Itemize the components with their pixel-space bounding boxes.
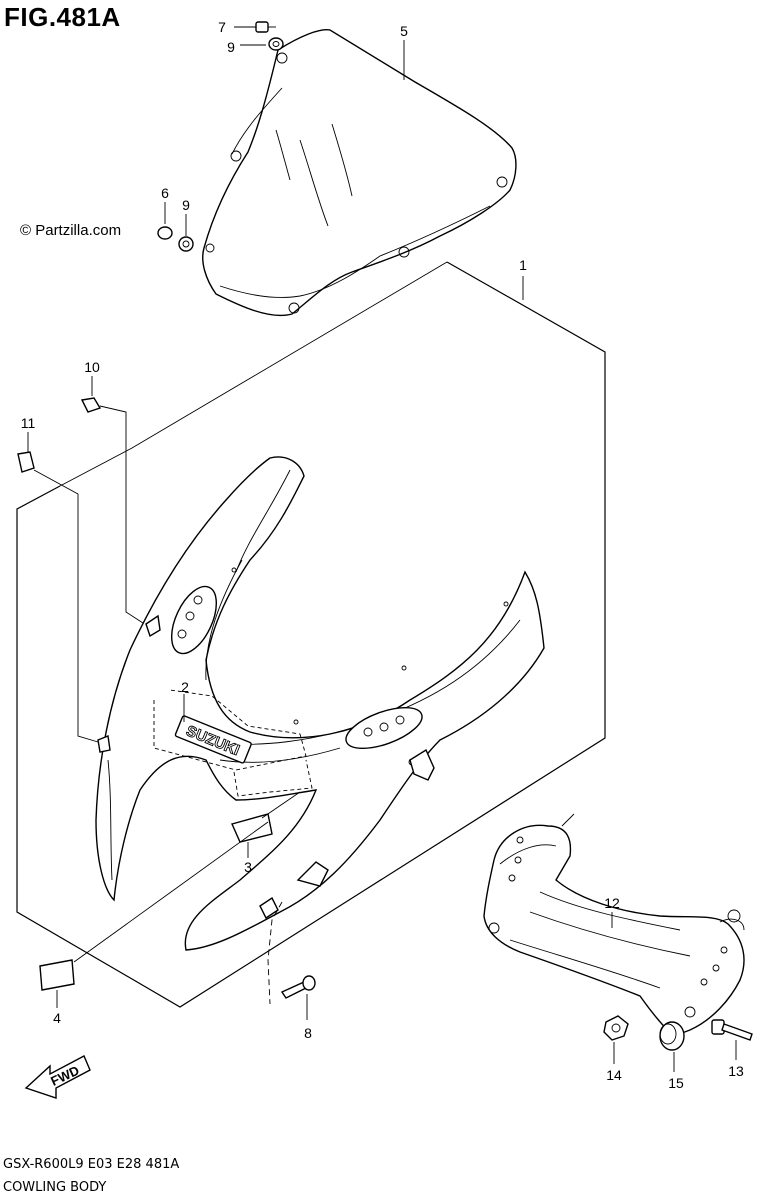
washer-part-9-upper bbox=[240, 37, 284, 51]
trim-piece-part-3 bbox=[231, 791, 301, 858]
callout-7: 7 bbox=[218, 19, 226, 35]
assembly-box-outline-top bbox=[59, 261, 448, 487]
assembly-box-outline bbox=[16, 261, 606, 1008]
trim-piece-part-4 bbox=[39, 821, 269, 1008]
nut-part-14 bbox=[603, 1015, 629, 1064]
windscreen-part-5 bbox=[202, 29, 517, 317]
callout-4: 4 bbox=[53, 1010, 61, 1026]
callout-1: 1 bbox=[519, 257, 527, 273]
screw-part-8 bbox=[267, 901, 316, 1020]
callout-15: 15 bbox=[668, 1075, 684, 1091]
callout-2: 2 bbox=[181, 679, 189, 695]
callout-8: 8 bbox=[304, 1025, 312, 1041]
fwd-label: FWD bbox=[48, 1063, 81, 1089]
callout-3: 3 bbox=[244, 859, 252, 875]
nut-part-10 bbox=[80, 397, 147, 626]
screw-part-7 bbox=[234, 21, 276, 33]
callout-11: 11 bbox=[21, 415, 36, 431]
callout-13: 13 bbox=[728, 1063, 744, 1079]
callout-9-upper: 9 bbox=[227, 39, 235, 55]
fwd-arrow-icon: FWD bbox=[24, 1055, 91, 1099]
model-code-line: GSX-R600L9 E03 E28 481A bbox=[3, 1157, 180, 1172]
bolt-part-13 bbox=[711, 1019, 753, 1060]
partzilla-watermark: © Partzilla.com bbox=[20, 222, 122, 239]
callout-10: 10 bbox=[84, 359, 100, 375]
callout-12: 12 bbox=[604, 895, 620, 911]
cowling-bracket-part-12 bbox=[483, 813, 745, 1037]
section-name: COWLING BODY bbox=[3, 1180, 107, 1195]
callout-5: 5 bbox=[400, 23, 408, 39]
screw-part-6 bbox=[157, 202, 173, 240]
callout-9-lower: 9 bbox=[182, 197, 190, 213]
grommet-part-15 bbox=[659, 1021, 685, 1072]
washer-part-9-lower bbox=[178, 214, 194, 252]
callout-6: 6 bbox=[161, 185, 169, 201]
clip-part-11 bbox=[17, 451, 99, 743]
callout-14: 14 bbox=[606, 1067, 622, 1083]
upper-cowling-part-1 bbox=[95, 456, 545, 951]
figure-title: FIG.481A bbox=[4, 2, 121, 32]
